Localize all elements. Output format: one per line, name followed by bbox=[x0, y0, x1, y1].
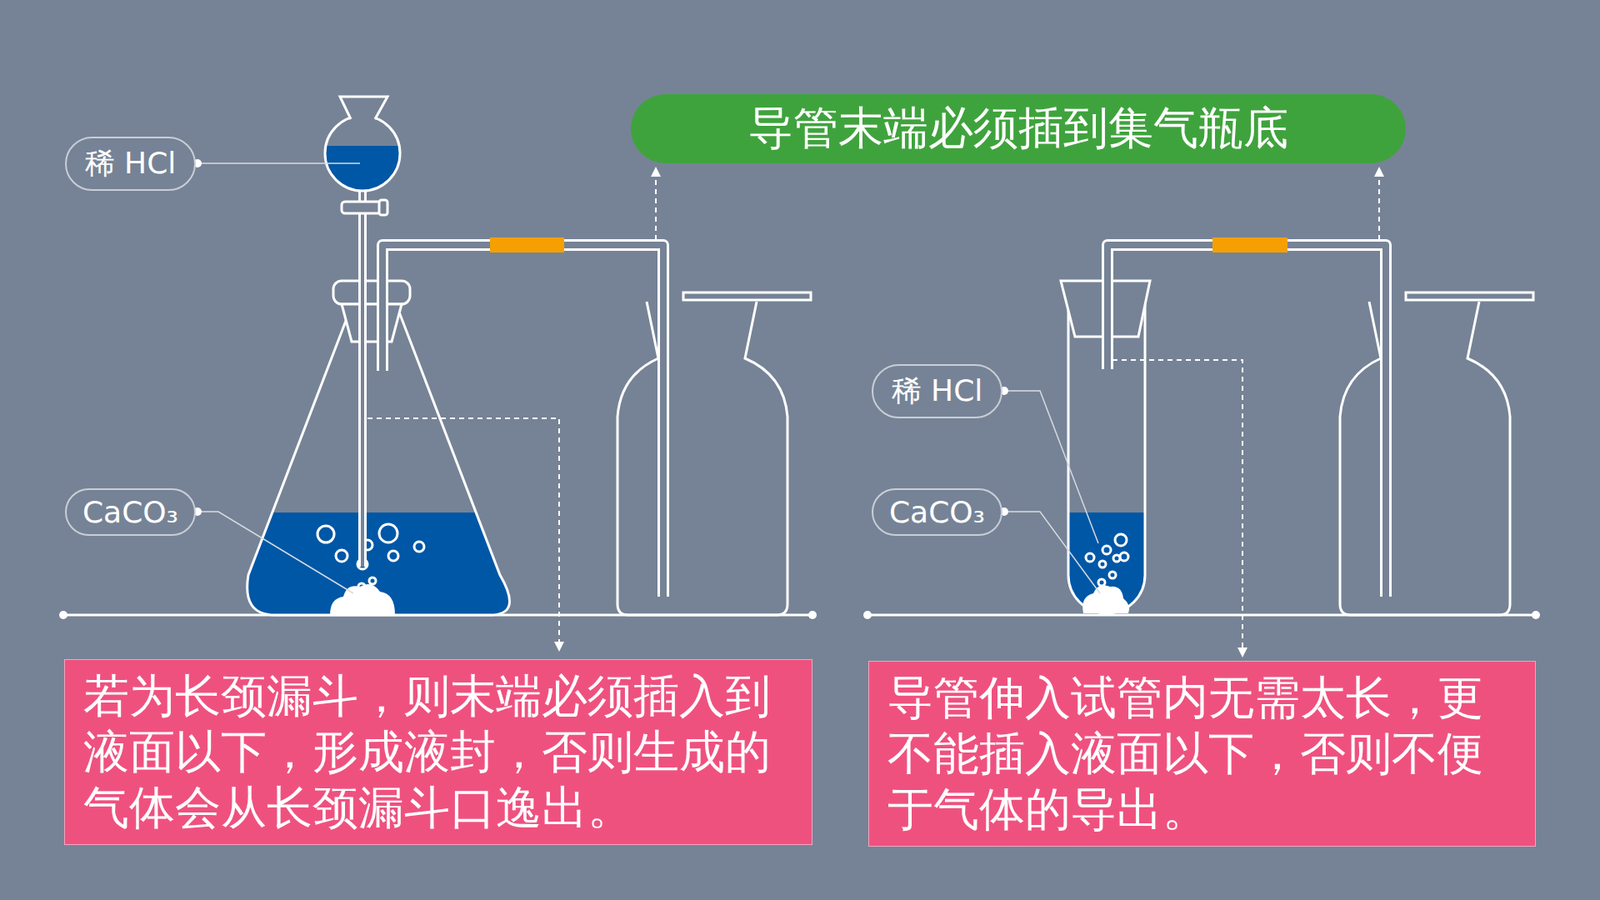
title-band: 导管末端必须插到集气瓶底 bbox=[630, 94, 1406, 164]
label-text: CaCO₃ bbox=[81, 495, 180, 530]
reagent-label: CaCO₃ bbox=[65, 488, 196, 536]
note-text: 若为长颈漏斗，则末端必须插入到液面以下，形成液封，否则生成的气体会从长颈漏斗口逸… bbox=[83, 668, 794, 836]
title-text: 导管末端必须插到集气瓶底 bbox=[748, 98, 1289, 160]
reagent-label: 稀 HCl bbox=[871, 364, 1003, 419]
reagent-label: 稀 HCl bbox=[65, 136, 196, 191]
note-box: 导管伸入试管内无需太长，更不能插入液面以下，否则不便于气体的导出。 bbox=[868, 660, 1536, 847]
note-box: 若为长颈漏斗，则末端必须插入到液面以下，形成液封，否则生成的气体会从长颈漏斗口逸… bbox=[64, 659, 813, 845]
label-text: 稀 HCl bbox=[81, 143, 180, 185]
note-text: 导管伸入试管内无需太长，更不能插入液面以下，否则不便于气体的导出。 bbox=[887, 670, 1517, 838]
label-text: 稀 HCl bbox=[888, 370, 986, 412]
label-text: CaCO₃ bbox=[888, 495, 986, 530]
reagent-label: CaCO₃ bbox=[871, 488, 1003, 536]
